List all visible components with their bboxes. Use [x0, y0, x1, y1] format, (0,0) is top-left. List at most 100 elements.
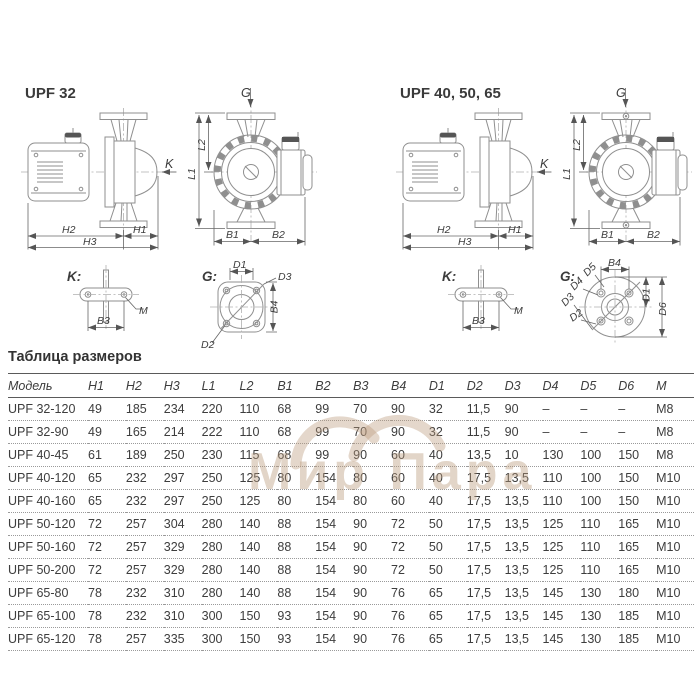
label-d1: D1 — [641, 288, 653, 301]
cell-value: 154 — [315, 581, 354, 605]
cell-model: UPF 65-80 — [8, 581, 88, 605]
cell-value: 232 — [125, 466, 164, 490]
cell-value: 90 — [353, 581, 391, 605]
cell-value: M8 — [656, 443, 694, 467]
cell-value: M10 — [656, 512, 694, 536]
column-header: L1 — [201, 373, 240, 398]
cell-value: 154 — [315, 535, 354, 559]
cell-value: 93 — [277, 604, 316, 628]
cell-value: 304 — [163, 512, 202, 536]
cell-model: UPF 32-120 — [8, 397, 88, 421]
cell-value: 125 — [239, 466, 278, 490]
label-b3: B3 — [472, 315, 485, 327]
cell-value: 17,5 — [466, 581, 505, 605]
cell-value: 140 — [239, 558, 278, 582]
cell-value: 88 — [277, 512, 316, 536]
cell-model: UPF 65-120 — [8, 627, 88, 651]
label-h1: H1 — [508, 224, 521, 236]
cell-value: 70 — [353, 397, 391, 421]
cell-value: 130 — [580, 604, 619, 628]
cell-value: – — [542, 420, 581, 444]
cell-value: 40 — [428, 489, 467, 513]
cell-value: 250 — [163, 443, 202, 467]
cell-model: UPF 40-120 — [8, 466, 88, 490]
flange-detail-g: G: D1 D3 B4 D2 — [201, 259, 292, 351]
cell-value: 17,5 — [466, 535, 505, 559]
cell-value: 90 — [353, 558, 391, 582]
label-h3: H3 — [458, 236, 472, 248]
cell-value: 300 — [201, 604, 240, 628]
label-g-view: G — [616, 86, 626, 100]
cell-value: 130 — [580, 581, 619, 605]
cell-value: 17,5 — [466, 604, 505, 628]
cell-value: 13,5 — [504, 512, 543, 536]
cell-value: 257 — [125, 512, 164, 536]
cell-value: 65 — [88, 466, 126, 490]
cell-value: 40 — [428, 443, 467, 467]
cell-value: 154 — [315, 512, 354, 536]
cell-value: 13,5 — [504, 489, 543, 513]
cell-value: 13,5 — [504, 581, 543, 605]
cell-value: 78 — [88, 604, 126, 628]
cell-value: 250 — [201, 466, 240, 490]
cell-value: 17,5 — [466, 466, 505, 490]
cell-value: 165 — [618, 558, 657, 582]
cell-value: 90 — [353, 443, 391, 467]
cell-value: 88 — [277, 558, 316, 582]
label-b3: B3 — [97, 315, 110, 327]
cell-value: 165 — [618, 512, 657, 536]
detail-k-title: K: — [442, 269, 456, 284]
cell-value: – — [618, 397, 657, 421]
cell-value: 40 — [428, 466, 467, 490]
cell-value: 11,5 — [466, 397, 505, 421]
cell-value: 280 — [201, 581, 240, 605]
cell-value: 17,5 — [466, 512, 505, 536]
column-header: D6 — [618, 373, 657, 398]
cell-value: 110 — [580, 558, 619, 582]
cell-value: 68 — [277, 397, 316, 421]
cell-value: 110 — [580, 535, 619, 559]
cell-value: 180 — [618, 581, 657, 605]
cell-value: 11,5 — [466, 420, 505, 444]
cell-value: 145 — [542, 581, 581, 605]
cell-value: 60 — [391, 443, 429, 467]
cell-value: 110 — [239, 420, 278, 444]
cell-value: 17,5 — [466, 489, 505, 513]
cell-value: 280 — [201, 512, 240, 536]
cell-value: – — [580, 420, 619, 444]
cell-value: 72 — [88, 512, 126, 536]
label-b2: B2 — [272, 229, 285, 241]
label-l2: L2 — [196, 139, 208, 151]
detail-g-title: G: — [202, 269, 217, 284]
cell-value: 50 — [428, 558, 467, 582]
cell-value: 329 — [163, 558, 202, 582]
column-header: D4 — [542, 373, 581, 398]
label-l2: L2 — [571, 139, 583, 151]
column-header: L2 — [239, 373, 278, 398]
cell-model: UPF 50-120 — [8, 512, 88, 536]
cell-value: 110 — [239, 397, 278, 421]
cell-value: 90 — [504, 397, 543, 421]
cell-value: M10 — [656, 581, 694, 605]
cell-value: 280 — [201, 558, 240, 582]
front-view-labels: G L1 L2 B1 B2 — [561, 86, 660, 241]
cell-value: 257 — [125, 627, 164, 651]
cell-value: 115 — [239, 443, 278, 467]
pump-side-and-front-view — [21, 100, 317, 242]
cell-value: 88 — [277, 535, 316, 559]
label-h3: H3 — [83, 236, 97, 248]
cell-value: 125 — [239, 489, 278, 513]
cell-value: 214 — [163, 420, 202, 444]
label-m: M — [139, 305, 148, 317]
cell-value: 65 — [88, 489, 126, 513]
side-view-labels: K H2 H1 H3 — [437, 157, 549, 248]
cell-value: 300 — [201, 627, 240, 651]
cell-value: 310 — [163, 581, 202, 605]
label-k-view: K — [540, 157, 549, 171]
cell-value: 110 — [580, 512, 619, 536]
front-view-labels: G L1 L2 B1 B2 — [186, 86, 285, 241]
